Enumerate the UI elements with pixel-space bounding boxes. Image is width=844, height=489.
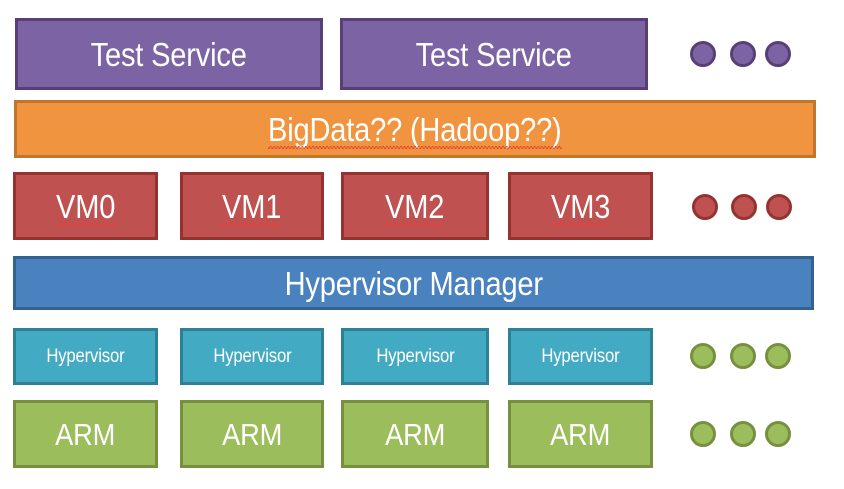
service-ellipsis-dot-2 — [730, 41, 756, 67]
bigdata-band[interactable]: BigData?? (Hadoop??) — [14, 100, 816, 158]
arm-ellipsis-dot-2 — [730, 421, 756, 447]
hypervisor-manager-band[interactable]: Hypervisor Manager — [13, 256, 814, 310]
hypervisor-box-1[interactable]: Hypervisor — [13, 328, 158, 385]
hypervisor-box-4[interactable]: Hypervisor — [508, 328, 653, 385]
arm-box-4[interactable]: ARM — [508, 400, 653, 468]
test-service-box-1[interactable]: Test Service — [15, 18, 323, 90]
vm-box-0[interactable]: VM0 — [13, 172, 158, 240]
hypervisor-ellipsis-dot-2 — [730, 343, 756, 369]
hypervisor-label-3: Hypervisor — [375, 346, 455, 367]
hypervisor-label-4: Hypervisor — [541, 346, 620, 367]
arm-label-4: ARM — [550, 416, 611, 452]
service-ellipsis-dot-3 — [765, 41, 791, 67]
vm-label-2: VM2 — [385, 187, 445, 226]
service-ellipsis-dot-1 — [690, 41, 716, 67]
vm-label-3: VM3 — [550, 187, 611, 226]
bigdata-label: BigData?? (Hadoop??) — [268, 110, 562, 149]
arm-box-1[interactable]: ARM — [13, 400, 158, 468]
arm-label-1: ARM — [55, 416, 116, 452]
test-service-label-1: Test Service — [90, 35, 248, 73]
hypervisor-label-2: Hypervisor — [212, 346, 292, 367]
hypervisor-ellipsis-dot-3 — [765, 343, 791, 369]
hypervisor-manager-label: Hypervisor Manager — [284, 264, 543, 302]
test-service-box-2[interactable]: Test Service — [340, 18, 648, 90]
vm-label-0: VM0 — [55, 187, 116, 226]
vm-ellipsis-dot-2 — [731, 194, 757, 220]
arm-ellipsis-dot-3 — [765, 421, 791, 447]
hypervisor-box-3[interactable]: Hypervisor — [341, 328, 489, 385]
hypervisor-ellipsis-dot-1 — [690, 343, 716, 369]
arm-box-3[interactable]: ARM — [341, 400, 489, 468]
vm-ellipsis-dot-3 — [766, 194, 792, 220]
arm-ellipsis-dot-1 — [690, 421, 716, 447]
vm-box-2[interactable]: VM2 — [341, 172, 489, 240]
vm-box-1[interactable]: VM1 — [180, 172, 324, 240]
arm-label-2: ARM — [221, 416, 283, 452]
test-service-label-2: Test Service — [415, 35, 573, 73]
hypervisor-label-1: Hypervisor — [46, 346, 125, 367]
vm-label-1: VM1 — [222, 187, 282, 226]
arm-box-2[interactable]: ARM — [180, 400, 324, 468]
arm-label-3: ARM — [384, 416, 446, 452]
vm-box-3[interactable]: VM3 — [508, 172, 653, 240]
hypervisor-box-2[interactable]: Hypervisor — [180, 328, 324, 385]
vm-ellipsis-dot-1 — [692, 194, 718, 220]
